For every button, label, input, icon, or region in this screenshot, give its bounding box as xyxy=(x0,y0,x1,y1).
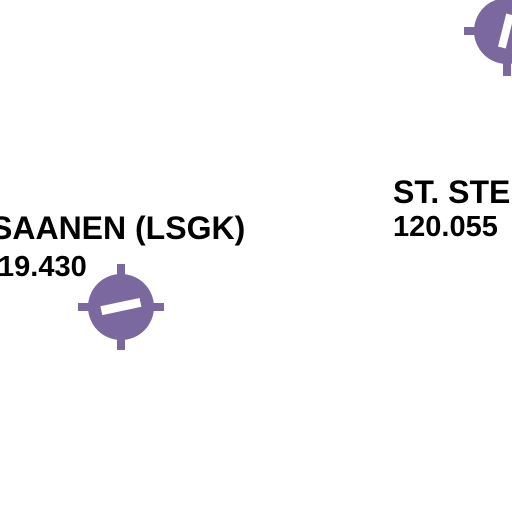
runway-bar xyxy=(498,13,512,49)
airfield-name-st-ste: ST. STE xyxy=(393,174,511,210)
airfield-name-saanen: SAANEN (LSGK) xyxy=(0,210,246,246)
airfield-marker-icon[interactable] xyxy=(76,262,166,352)
marker-circle xyxy=(474,0,512,64)
runway-bar xyxy=(100,297,142,316)
marker-ticks xyxy=(78,264,164,350)
marker-ticks xyxy=(464,27,511,76)
airfield-frequency-st-ste: 120.055 xyxy=(393,211,498,243)
airfield-marker-icon[interactable] xyxy=(462,0,512,76)
airfield-frequency-saanen: 19.430 xyxy=(0,251,87,283)
